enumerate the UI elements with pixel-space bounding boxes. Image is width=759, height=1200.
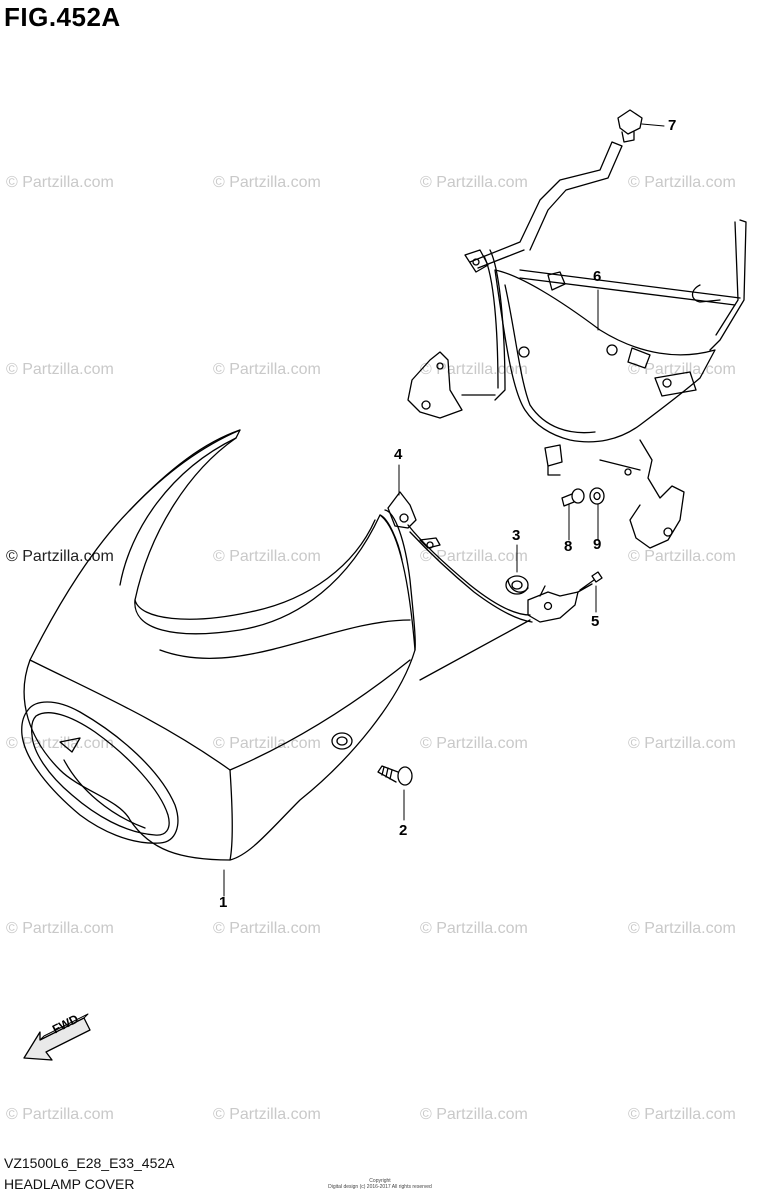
figure-code: VZ1500L6_E28_E33_452A [4,1155,175,1171]
watermark: © Partzilla.com [628,1106,736,1123]
watermark: © Partzilla.com [628,174,736,191]
grommet-drawing [505,575,529,595]
callout-6[interactable]: 6 [593,268,602,285]
callout-7[interactable]: 7 [668,117,677,134]
copyright-line: Copyright [369,1178,391,1184]
watermark: © Partzilla.com [628,920,736,937]
watermark: © Partzilla.com [628,361,736,378]
cushion-drawing [617,109,643,143]
copyright-note: Copyright Digital design (c) 2016-2017 A… [305,1178,455,1190]
callout-8[interactable]: 8 [564,538,573,555]
callout-3[interactable]: 3 [512,527,521,544]
watermark: © Partzilla.com [213,174,321,191]
watermark: © Partzilla.com [628,548,736,565]
watermark: © Partzilla.com [6,361,114,378]
screw-drawing [577,571,603,593]
watermark: © Partzilla.com [420,920,528,937]
callout-9[interactable]: 9 [593,536,602,553]
figure-title: FIG.452A [4,2,121,32]
callout-leaders [223,123,665,897]
washer-drawing [589,487,605,505]
bolt-drawing [377,765,413,786]
watermark: © Partzilla.com [6,548,114,565]
callout-2[interactable]: 2 [399,822,408,839]
watermark: © Partzilla.com [420,548,528,565]
watermark: © Partzilla.com [6,1106,114,1123]
watermark: © Partzilla.com [420,1106,528,1123]
watermark: © Partzilla.com [6,174,114,191]
headlamp-bracket-drawing [407,141,747,549]
watermark: © Partzilla.com [628,735,736,752]
cover-bracket-drawing [387,491,579,623]
bolt-8-drawing [561,488,585,507]
watermark: © Partzilla.com [213,361,321,378]
watermark: © Partzilla.com [420,174,528,191]
fwd-arrow [23,1013,91,1061]
watermark: © Partzilla.com [213,920,321,937]
watermark: © Partzilla.com [6,920,114,937]
figure-name: HEADLAMP COVER [4,1176,135,1192]
callout-1[interactable]: 1 [219,894,228,911]
copyright-line-2: Digital design (c) 2016-2017 All rights … [328,1184,432,1190]
watermark: © Partzilla.com [213,548,321,565]
callout-5[interactable]: 5 [591,613,600,630]
watermark: © Partzilla.com [420,735,528,752]
watermark: © Partzilla.com [213,1106,321,1123]
callout-4[interactable]: 4 [394,446,403,463]
headlamp-cover-drawing [21,429,531,861]
watermark: © Partzilla.com [420,361,528,378]
